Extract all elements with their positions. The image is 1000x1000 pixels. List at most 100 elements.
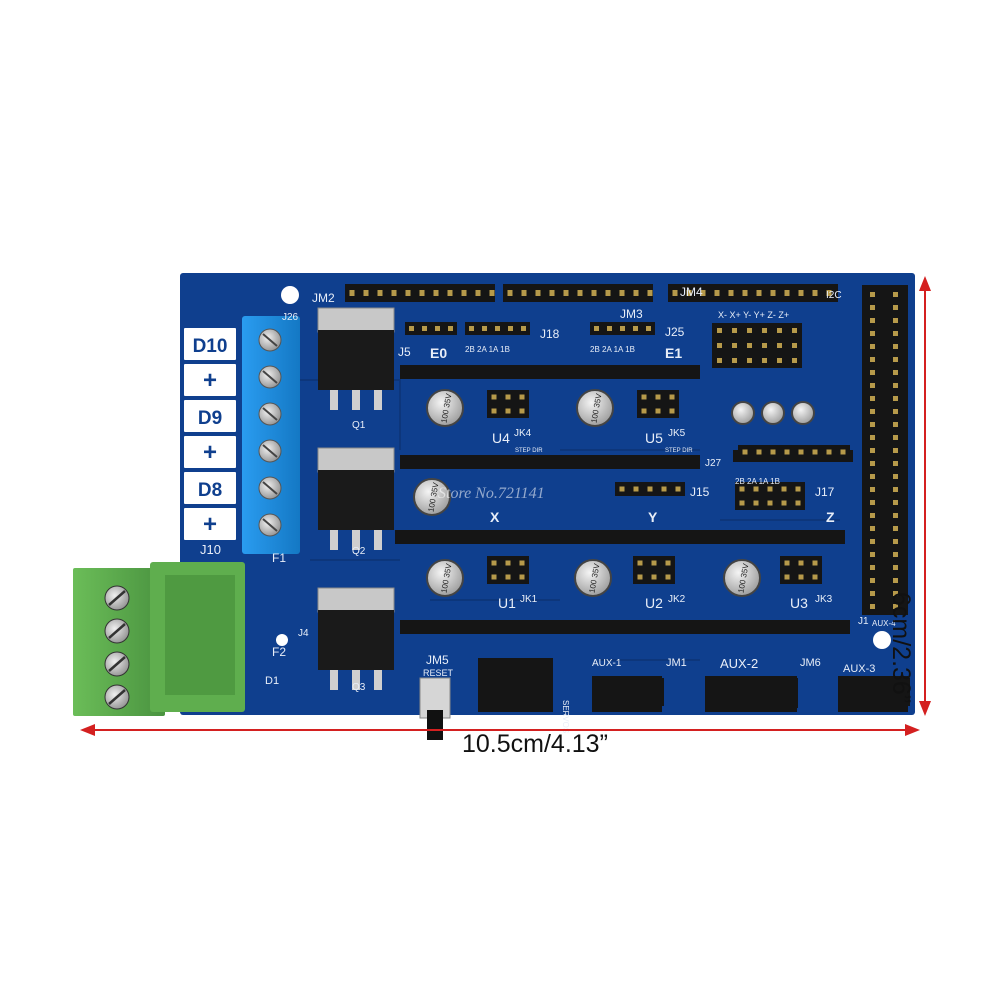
header-pin bbox=[767, 500, 773, 506]
label-jk4: JK4 bbox=[514, 428, 532, 439]
mounting-holes bbox=[276, 286, 891, 649]
label-coils-top: 2B 2A 1A 1B bbox=[590, 345, 635, 354]
header-pin bbox=[461, 290, 467, 296]
header-pin bbox=[739, 500, 745, 506]
header-pin bbox=[647, 290, 653, 296]
header-pin bbox=[795, 486, 801, 492]
header-pin bbox=[672, 290, 678, 296]
header-pin bbox=[826, 290, 832, 296]
header-pin bbox=[620, 326, 625, 331]
header-block bbox=[637, 390, 679, 418]
header-pin bbox=[798, 290, 804, 296]
header-pin bbox=[798, 560, 804, 566]
screw-slot bbox=[108, 656, 126, 672]
header-pin bbox=[777, 343, 782, 348]
header-pin bbox=[870, 500, 875, 505]
label-u4: U4 bbox=[492, 430, 510, 446]
header-pin bbox=[870, 396, 875, 401]
header-pin bbox=[870, 526, 875, 531]
label-step-dir-2: STEP DIR bbox=[665, 448, 693, 454]
header-pin bbox=[732, 358, 737, 363]
header-block bbox=[405, 322, 457, 335]
mosfet-leg bbox=[374, 670, 382, 690]
header-pin bbox=[700, 290, 706, 296]
header-pin bbox=[893, 396, 898, 401]
label-jm2: JM2 bbox=[312, 291, 335, 305]
header-pin bbox=[675, 486, 681, 492]
header-pin bbox=[792, 328, 797, 333]
header-pin bbox=[893, 331, 898, 336]
label-jk5: JK5 bbox=[668, 428, 686, 439]
header-pin bbox=[767, 486, 773, 492]
header-pin bbox=[753, 486, 759, 492]
pcb-traces bbox=[300, 379, 840, 661]
label-aux3: AUX-3 bbox=[843, 663, 875, 675]
screw-slot bbox=[262, 333, 278, 347]
mosfet-tab bbox=[317, 587, 395, 613]
header-pin bbox=[870, 305, 875, 310]
header-pin bbox=[870, 422, 875, 427]
label-j4: J4 bbox=[298, 628, 309, 639]
header-pin bbox=[870, 474, 875, 479]
header-pin bbox=[633, 290, 639, 296]
header-pin bbox=[714, 290, 720, 296]
header-pin bbox=[792, 343, 797, 348]
screw-slot bbox=[262, 407, 278, 421]
label-jm3: JM3 bbox=[620, 307, 643, 321]
capacitor bbox=[426, 559, 464, 597]
capacitor bbox=[723, 559, 761, 597]
header-pin bbox=[893, 422, 898, 427]
top-pins bbox=[349, 290, 832, 296]
header-pin bbox=[646, 326, 651, 331]
header-block bbox=[735, 482, 805, 510]
header-pin bbox=[717, 328, 722, 333]
bottom-headers bbox=[478, 658, 908, 712]
header-pin bbox=[870, 292, 875, 297]
header-pin bbox=[495, 326, 500, 331]
header-pin bbox=[669, 408, 675, 414]
header-pin bbox=[870, 591, 875, 596]
mosfet-tab bbox=[317, 307, 395, 333]
header-pin bbox=[893, 448, 898, 453]
capacitor bbox=[574, 559, 612, 597]
header-pin bbox=[637, 574, 643, 580]
header-pin bbox=[491, 408, 497, 414]
label-j17: J17 bbox=[815, 485, 835, 499]
header-block bbox=[487, 556, 529, 584]
header-pin bbox=[742, 290, 748, 296]
label-jk1: JK1 bbox=[520, 594, 538, 605]
header-pin bbox=[637, 560, 643, 566]
label-step-dir-1: STEP DIR bbox=[515, 448, 543, 454]
terminal-label: D9 bbox=[198, 408, 222, 429]
header-pin bbox=[893, 383, 898, 388]
header-pin bbox=[594, 326, 599, 331]
header-pin bbox=[747, 343, 752, 348]
header-pin bbox=[641, 408, 647, 414]
label-j25: J25 bbox=[665, 325, 685, 339]
mosfet-leg bbox=[352, 670, 360, 690]
header-pin bbox=[893, 435, 898, 440]
mosfet-body bbox=[318, 330, 394, 390]
header-pin bbox=[870, 539, 875, 544]
label-u5: U5 bbox=[645, 430, 663, 446]
watermark: Store No.721141 bbox=[438, 485, 545, 502]
header-pin bbox=[607, 326, 612, 331]
header-pin bbox=[505, 408, 511, 414]
header-pin bbox=[893, 578, 898, 583]
header-pin bbox=[870, 344, 875, 349]
header-pin bbox=[784, 560, 790, 566]
header-pin bbox=[732, 343, 737, 348]
header-pin bbox=[651, 560, 657, 566]
label-f1: F1 bbox=[272, 551, 286, 565]
mosfets bbox=[317, 307, 395, 690]
mosfet-body bbox=[318, 610, 394, 670]
terminal-label-box bbox=[184, 508, 236, 540]
width-dimension-label: 10.5cm/4.13” bbox=[462, 730, 608, 758]
mosfet-leg bbox=[374, 390, 382, 410]
header-pin bbox=[391, 290, 397, 296]
header-pin bbox=[781, 500, 787, 506]
right-pin-header bbox=[862, 285, 908, 615]
label-j5: J5 bbox=[398, 345, 411, 359]
header-pin bbox=[893, 474, 898, 479]
header-pin bbox=[482, 326, 487, 331]
